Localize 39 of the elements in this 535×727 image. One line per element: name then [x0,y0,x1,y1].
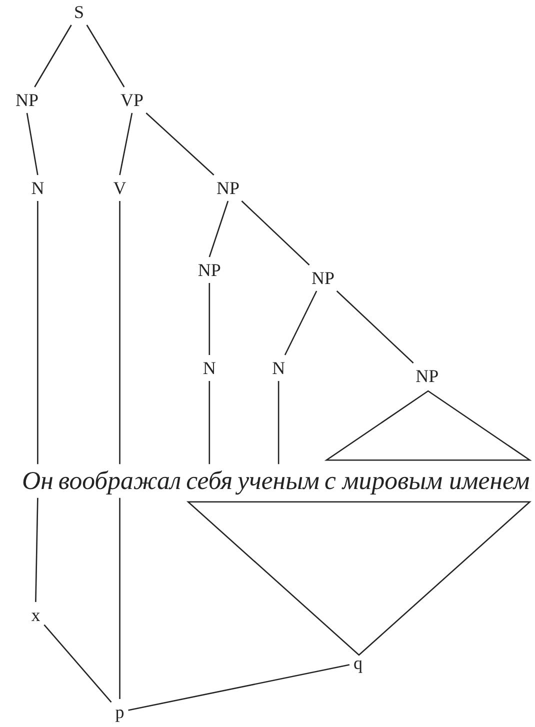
sentence-word: Он [22,468,54,494]
tree-branch [44,624,112,703]
sentence-word: воображал [58,468,182,494]
sentence-word: с мировым именем [324,468,530,494]
tree-branch [119,498,120,699]
sentence-word: ученым [238,468,320,494]
tree-branch [35,498,38,602]
category-label: N [31,179,44,197]
category-label: S [74,3,84,21]
category-label: NP [198,261,221,279]
category-label: NP [416,367,439,385]
point-label: x [31,606,40,624]
tree-branch [119,201,120,464]
category-label: NP [311,269,334,287]
tree-branch [208,200,229,258]
tree-branch [86,24,125,88]
category-label: NP [15,91,38,109]
point-label: p [115,703,124,721]
category-label: V [113,179,126,197]
tree-branch [278,381,280,464]
tree-branch [34,24,72,88]
tree-branch [208,381,210,464]
tree-branch [119,112,133,176]
category-label: NP [216,179,240,197]
tree-branch [26,112,38,176]
category-label: VP [120,91,144,109]
triangle-shape [186,501,532,656]
point-label: q [353,654,362,672]
category-label: N [272,359,286,377]
category-label: N [202,359,216,377]
tree-branch [241,200,310,266]
tree-branch [284,290,318,356]
tree-branch [336,290,414,364]
triangle-shape [324,390,532,461]
tree-branch [146,112,214,176]
tree-branch [128,664,350,711]
sentence-word: себя [186,468,233,494]
tree-branch [208,283,210,355]
tree-branch [37,201,38,464]
